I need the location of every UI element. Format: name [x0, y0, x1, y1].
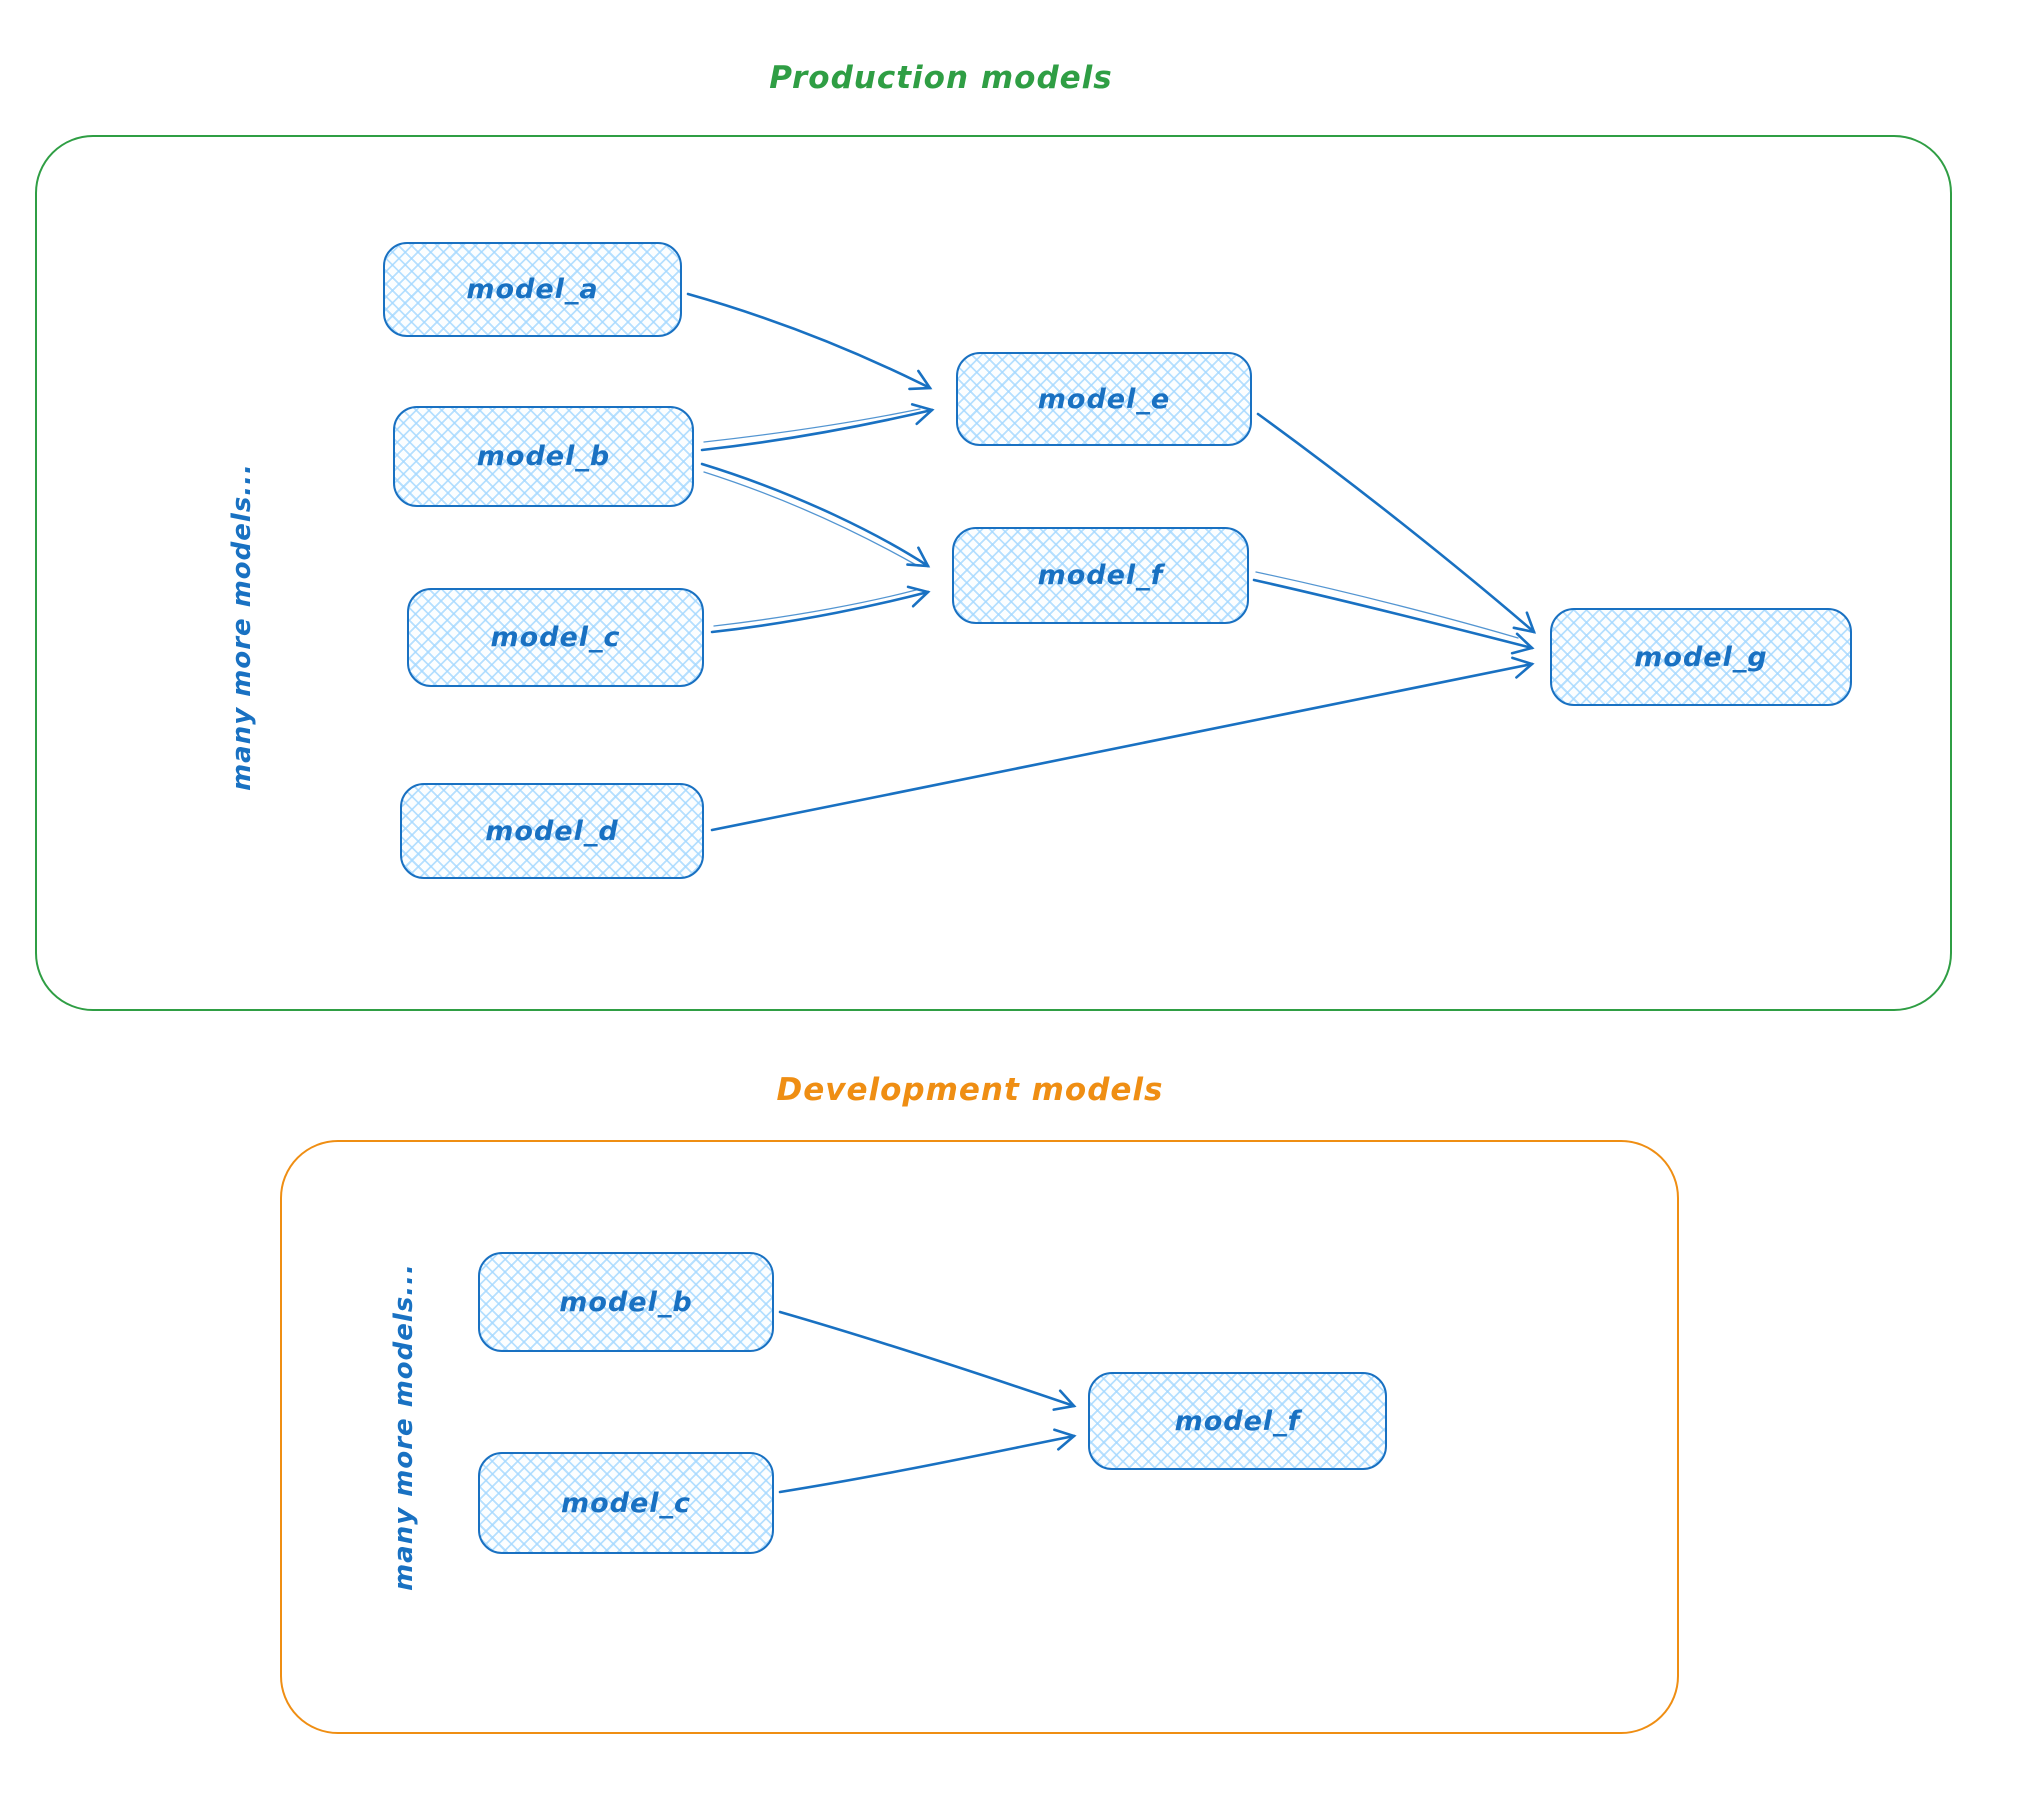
- node-label: model_g: [1634, 641, 1768, 673]
- development-container: [280, 1140, 1679, 1734]
- node-production-model-d: model_d: [400, 783, 704, 879]
- node-production-model-g: model_g: [1550, 608, 1852, 706]
- node-label: model_c: [560, 1487, 692, 1519]
- production-title: Production models: [769, 60, 1113, 96]
- node-production-model-c: model_c: [407, 588, 704, 687]
- node-development-model-f: model_f: [1088, 1372, 1387, 1470]
- node-label: model_f: [1174, 1405, 1301, 1437]
- node-production-model-e: model_e: [956, 352, 1252, 446]
- node-production-model-b: model_b: [393, 406, 694, 507]
- production-side-label: many more models...: [227, 463, 257, 791]
- node-label: model_e: [1037, 383, 1171, 415]
- node-label: model_a: [466, 274, 599, 305]
- production-container: [35, 135, 1952, 1011]
- node-production-model-f: model_f: [952, 527, 1249, 624]
- node-label: model_b: [476, 441, 611, 472]
- node-label: model_b: [559, 1286, 693, 1318]
- development-side-label: many more models...: [389, 1263, 419, 1591]
- node-development-model-b: model_b: [478, 1252, 774, 1352]
- node-development-model-c: model_c: [478, 1452, 774, 1554]
- development-title: Development models: [776, 1072, 1164, 1108]
- node-label: model_f: [1037, 560, 1164, 591]
- node-label: model_c: [490, 622, 621, 653]
- node-production-model-a: model_a: [383, 242, 682, 337]
- node-label: model_d: [485, 815, 619, 847]
